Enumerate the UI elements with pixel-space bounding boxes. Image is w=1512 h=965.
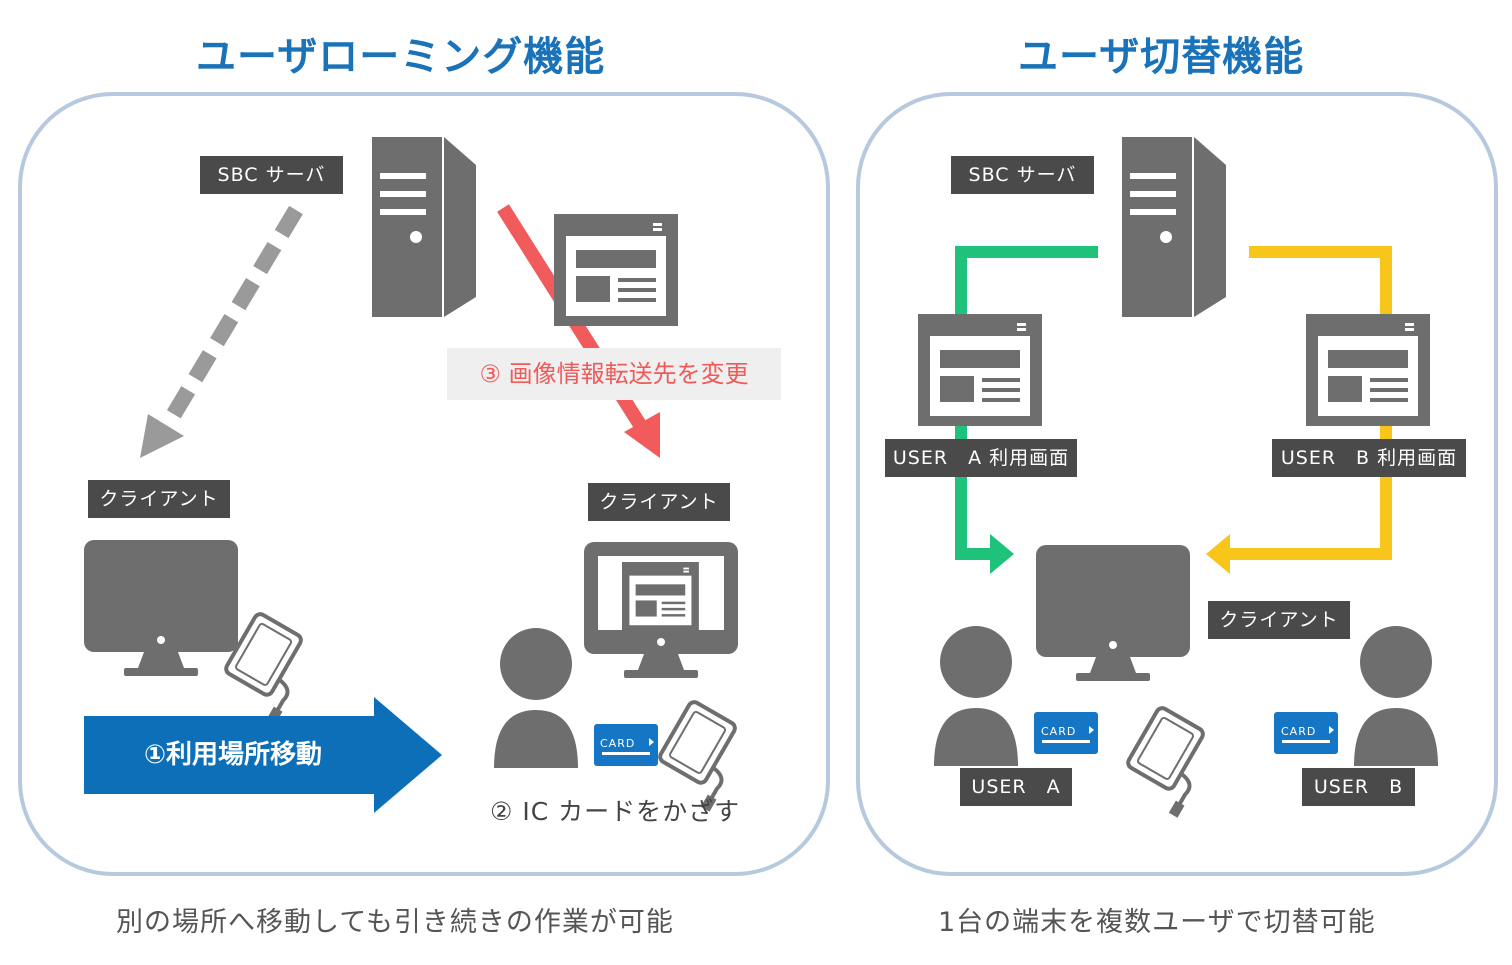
user-b-window-icon <box>1306 314 1430 426</box>
user-a-person-icon <box>934 626 1018 766</box>
dashed-arrow-shaft <box>161 205 303 429</box>
step2-label: ② IC カードをかざす <box>490 797 741 826</box>
left-card-text: CARD <box>600 737 635 750</box>
right-server-label: SBC サーバ <box>951 156 1094 194</box>
user-b-label: USER B <box>1302 768 1415 806</box>
step1-label: ①利用場所移動 <box>143 740 322 770</box>
dashed-arrow-head <box>140 414 184 458</box>
left-window-icon <box>554 214 678 326</box>
left-server-label: SBC サーバ <box>200 156 343 194</box>
red-arrow-head <box>624 412 660 458</box>
monitor-2-window-icon <box>622 562 699 632</box>
right-client-label: クライアント <box>1208 601 1350 639</box>
right-card-text-b: CARD <box>1281 725 1316 738</box>
left-title: ユーザローミング機能 <box>196 34 606 80</box>
blue-move-arrow <box>84 697 442 813</box>
left-server-icon <box>372 137 476 317</box>
user-b-screen-label: USER B 利用画面 <box>1272 439 1466 477</box>
user-b-person-icon <box>1354 626 1438 766</box>
green-arrow-head <box>990 534 1014 574</box>
right-caption: 1台の端末を複数ユーザで切替可能 <box>938 907 1376 938</box>
user-a-label: USER A <box>960 768 1072 806</box>
left-person-icon <box>494 628 578 768</box>
right-title: ユーザ切替機能 <box>1018 34 1305 80</box>
right-server-icon <box>1122 137 1226 317</box>
left-client-label-1: クライアント <box>88 480 230 518</box>
yellow-arrow-head <box>1206 534 1230 574</box>
left-caption: 別の場所へ移動しても引き続きの作業が可能 <box>116 907 674 938</box>
user-a-window-icon <box>918 314 1042 426</box>
right-card-reader-icon <box>1114 704 1224 820</box>
right-card-text-a: CARD <box>1041 725 1076 738</box>
step3-label: ③ 画像情報転送先を変更 <box>447 348 781 400</box>
left-client-label-2: クライアント <box>588 483 730 521</box>
user-a-screen-label: USER A 利用画面 <box>885 439 1077 477</box>
